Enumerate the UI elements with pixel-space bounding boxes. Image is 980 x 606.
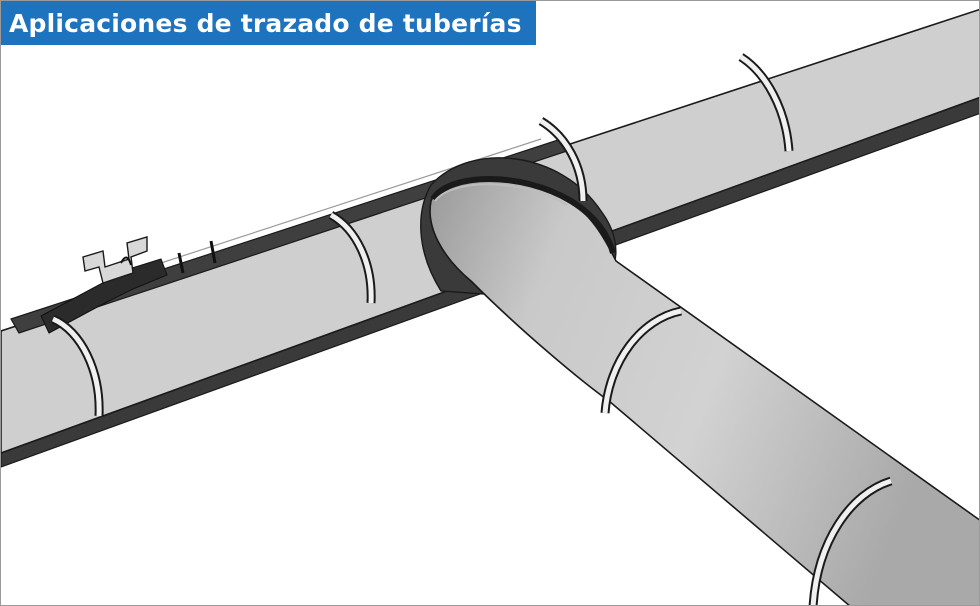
branch-pipe-rim [430, 176, 616, 254]
cable-tie [209, 240, 217, 264]
cable-tie [177, 252, 185, 274]
mounting-bracket [82, 236, 148, 284]
figure-title: Aplicaciones de trazado de tuberías [1, 1, 536, 45]
branch-pipe [429, 178, 979, 605]
